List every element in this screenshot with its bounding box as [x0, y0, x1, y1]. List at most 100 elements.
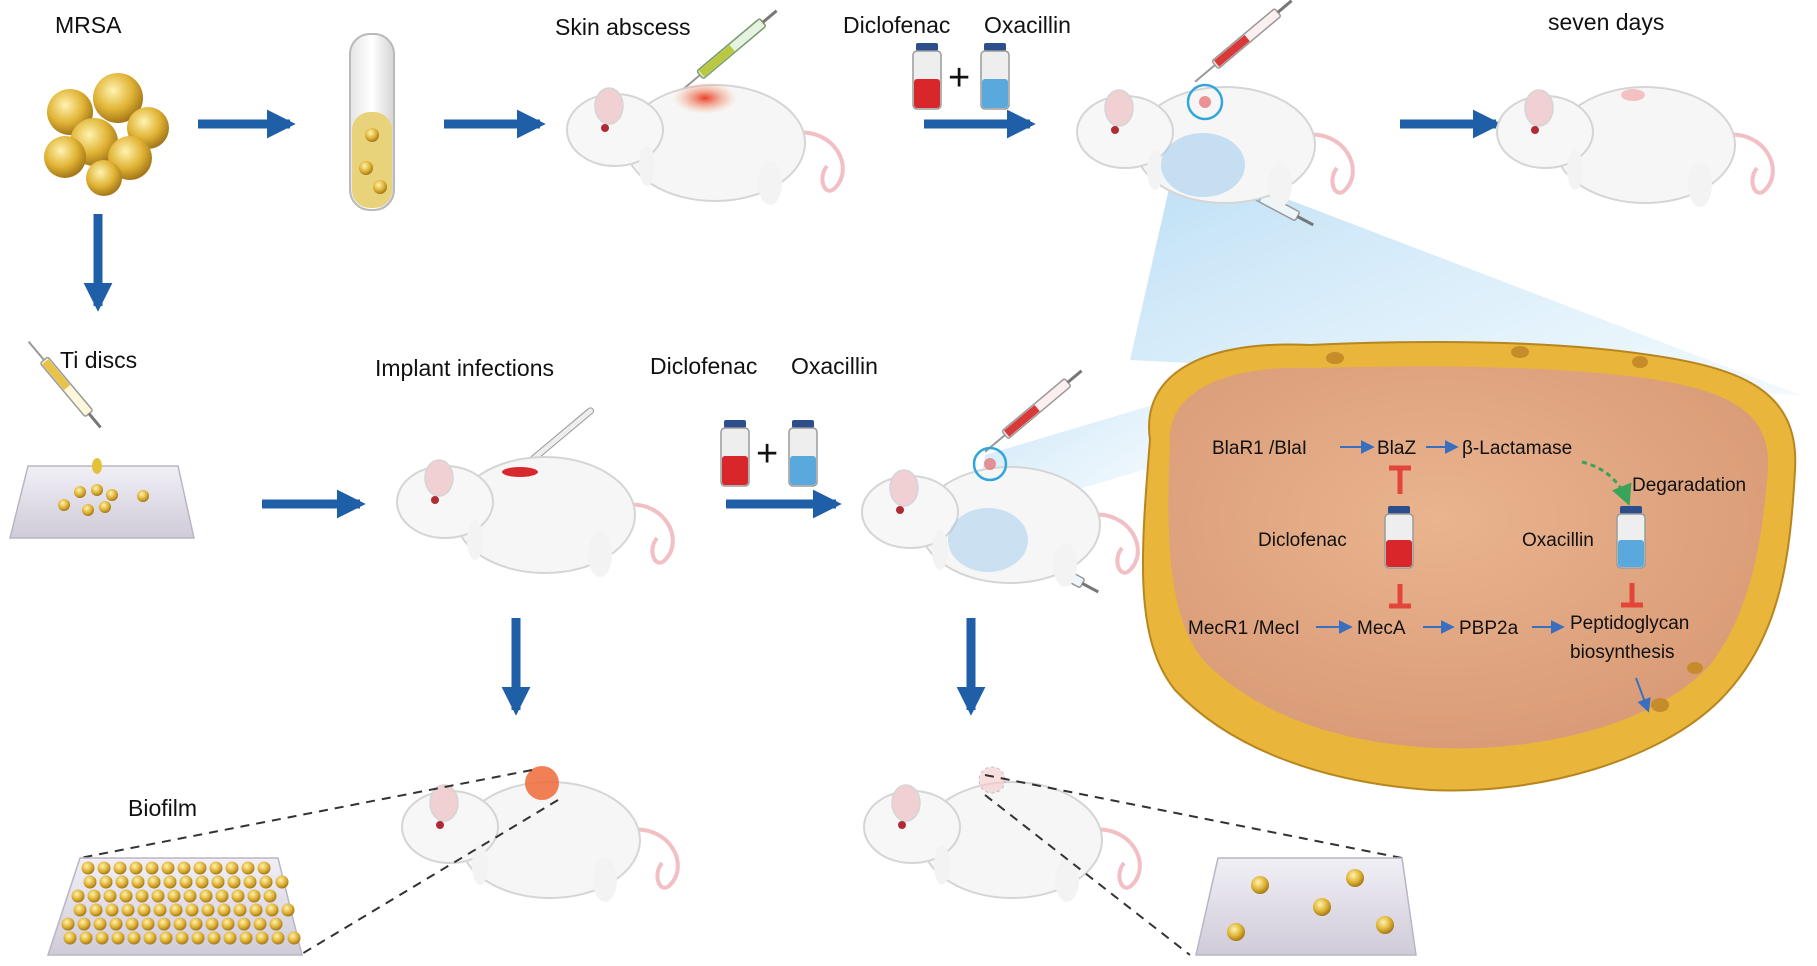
biofilm-bacterium — [71, 889, 85, 903]
biofilm-bacterium — [129, 861, 143, 875]
biofilm-bacterium — [239, 931, 253, 945]
label-mrsa: MRSA — [55, 12, 122, 38]
cytoplasm — [1168, 366, 1769, 749]
biofilm-bacterium — [151, 889, 165, 903]
biofilm-bacterium — [255, 931, 269, 945]
node-pbp2a: PBP2a — [1459, 618, 1519, 639]
biofilm-bacteria — [61, 861, 301, 945]
biofilm-bacterium — [271, 931, 285, 945]
mouse-skin-abscess — [566, 82, 845, 205]
biofilm-bacterium — [63, 931, 77, 945]
node-meca: MecA — [1357, 618, 1406, 639]
label-diclofenac-mid: Diclofenac — [650, 353, 757, 379]
biofilm-bacterium — [141, 917, 155, 931]
biofilm-bacterium — [109, 917, 123, 931]
biofilm-bacterium — [225, 861, 239, 875]
mrsa-cluster — [44, 73, 169, 196]
vial-pair-top: + — [912, 43, 1010, 110]
label-biofilm: Biofilm — [128, 795, 197, 821]
biofilm-bacterium — [163, 875, 177, 889]
biofilm-bacterium — [241, 861, 255, 875]
biofilm-bacterium — [237, 917, 251, 931]
biofilm-bacterium — [259, 875, 273, 889]
cleared-plate — [1195, 857, 1417, 956]
biofilm-bacterium — [193, 861, 207, 875]
biofilm-bacterium — [121, 903, 135, 917]
mouse-biofilm — [401, 766, 680, 902]
biofilm-bacterium — [73, 903, 87, 917]
biofilm-bacterium — [131, 875, 145, 889]
biofilm-bacterium — [253, 917, 267, 931]
biofilm-bacterium — [153, 903, 167, 917]
oxacillin-vial — [788, 420, 818, 487]
pore — [1632, 356, 1648, 368]
biofilm-bacterium — [95, 931, 109, 945]
biofilm-bacterium — [281, 903, 295, 917]
biofilm-bacterium — [83, 875, 97, 889]
label-oxacillin-top: Oxacillin — [984, 12, 1071, 38]
biofilm-bacterium — [87, 889, 101, 903]
biofilm-bacterium — [249, 903, 263, 917]
inhibit-blaz — [1389, 465, 1411, 494]
biofilm-bacterium — [215, 889, 229, 903]
oxacillin-vial-cell — [1616, 506, 1646, 569]
label-ti-discs: Ti discs — [60, 347, 137, 373]
node-blaz: BlaZ — [1377, 438, 1416, 459]
biofilm-bacterium — [115, 875, 129, 889]
biofilm-bacterium — [183, 889, 197, 903]
biofilm-bacterium — [127, 931, 141, 945]
biofilm-bacterium — [191, 931, 205, 945]
node-peptidoglycan: Peptidoglycan — [1570, 613, 1689, 634]
mouse-cleared — [863, 766, 1142, 902]
biofilm-bacterium — [217, 903, 231, 917]
biofilm-bacterium — [113, 861, 127, 875]
biofilm-bacterium — [189, 917, 203, 931]
biofilm-zoom-lines — [79, 769, 1403, 956]
biofilm-bacterium — [233, 903, 247, 917]
biofilm-bacterium — [97, 861, 111, 875]
oxacillin-vial — [980, 43, 1010, 110]
label-seven-days: seven days — [1548, 9, 1664, 35]
node-mecr1-meci: MecR1 /MecI — [1188, 618, 1300, 639]
biofilm-bacterium — [61, 917, 75, 931]
plus-sign: + — [948, 57, 970, 99]
biofilm-bacterium — [211, 875, 225, 889]
node-blar1-blai: BlaR1 /BlaI — [1212, 438, 1307, 459]
mouse-top-treated — [1076, 83, 1355, 207]
biofilm-bacterium — [205, 917, 219, 931]
biofilm-bacterium — [135, 889, 149, 903]
biofilm-bacterium — [243, 875, 257, 889]
mouse-mid-treated — [861, 446, 1140, 587]
biofilm-bacterium — [247, 889, 261, 903]
pore — [1687, 662, 1703, 674]
biofilm-bacterium — [157, 917, 171, 931]
biofilm-bacterium — [257, 861, 271, 875]
biofilm-bacterium — [175, 931, 189, 945]
biofilm-bacterium — [185, 903, 199, 917]
label-skin-abscess: Skin abscess — [555, 14, 691, 40]
biofilm-bacterium — [201, 903, 215, 917]
biofilm-bacterium — [209, 861, 223, 875]
biofilm-bacterium — [77, 917, 91, 931]
biofilm-bacterium — [79, 931, 93, 945]
diclofenac-vial — [912, 43, 942, 110]
biofilm-bacterium — [137, 903, 151, 917]
biofilm-bacterium — [81, 861, 95, 875]
mouse-implant — [396, 456, 675, 577]
biofilm-bacterium — [231, 889, 245, 903]
biofilm-bacterium — [199, 889, 213, 903]
resistance-pathway: BlaR1 /BlaI BlaZ β-Lactamase Degaradatio… — [1188, 438, 1746, 713]
pore — [1651, 698, 1669, 712]
label-diclofenac-top: Diclofenac — [843, 12, 950, 38]
biofilm-bacterium — [265, 903, 279, 917]
node-diclofenac: Diclofenac — [1258, 530, 1347, 551]
pore — [1326, 352, 1344, 364]
inhibit-peptidoglycan — [1621, 583, 1643, 608]
biofilm-bacterium — [177, 861, 191, 875]
vial-pair-mid: + — [720, 420, 818, 487]
inhibit-meca — [1389, 584, 1411, 609]
bacterium-cross-section — [1141, 341, 1797, 792]
syringe-ti-discs — [27, 340, 102, 429]
